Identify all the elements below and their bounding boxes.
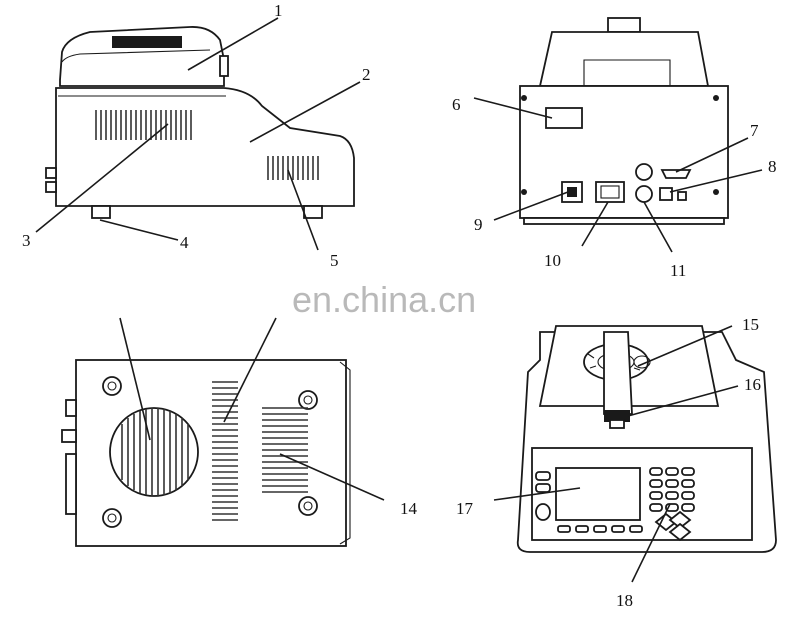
label-6: 6 bbox=[452, 95, 461, 114]
side-view: 1 2 3 4 5 bbox=[22, 1, 371, 270]
label-7: 7 bbox=[750, 121, 759, 140]
label-11: 11 bbox=[670, 261, 686, 280]
label-8: 8 bbox=[768, 157, 777, 176]
rear-view: 6 7 8 9 10 11 bbox=[452, 17, 777, 280]
label-9: 9 bbox=[474, 215, 483, 234]
label-4: 4 bbox=[180, 233, 189, 252]
label-15: 15 bbox=[742, 315, 759, 334]
label-17: 17 bbox=[456, 499, 474, 518]
side-vent-small bbox=[267, 156, 319, 180]
label-3: 3 bbox=[22, 231, 31, 250]
label-18: 18 bbox=[616, 591, 633, 610]
label-14: 14 bbox=[400, 499, 418, 518]
watermark: en.china.cn bbox=[292, 279, 476, 320]
label-1: 1 bbox=[274, 1, 283, 20]
side-vent-large bbox=[95, 110, 192, 140]
bottom-vent-heatsink bbox=[262, 407, 308, 493]
label-10: 10 bbox=[544, 251, 561, 270]
label-5: 5 bbox=[330, 251, 339, 270]
keypad bbox=[649, 467, 695, 542]
bottom-view: 14 bbox=[61, 317, 418, 547]
bottom-vent-column bbox=[212, 381, 238, 521]
label-16: 16 bbox=[744, 375, 761, 394]
front-view: 15 16 17 18 bbox=[456, 315, 777, 610]
fan-grille bbox=[109, 407, 199, 497]
label-2: 2 bbox=[362, 65, 371, 84]
